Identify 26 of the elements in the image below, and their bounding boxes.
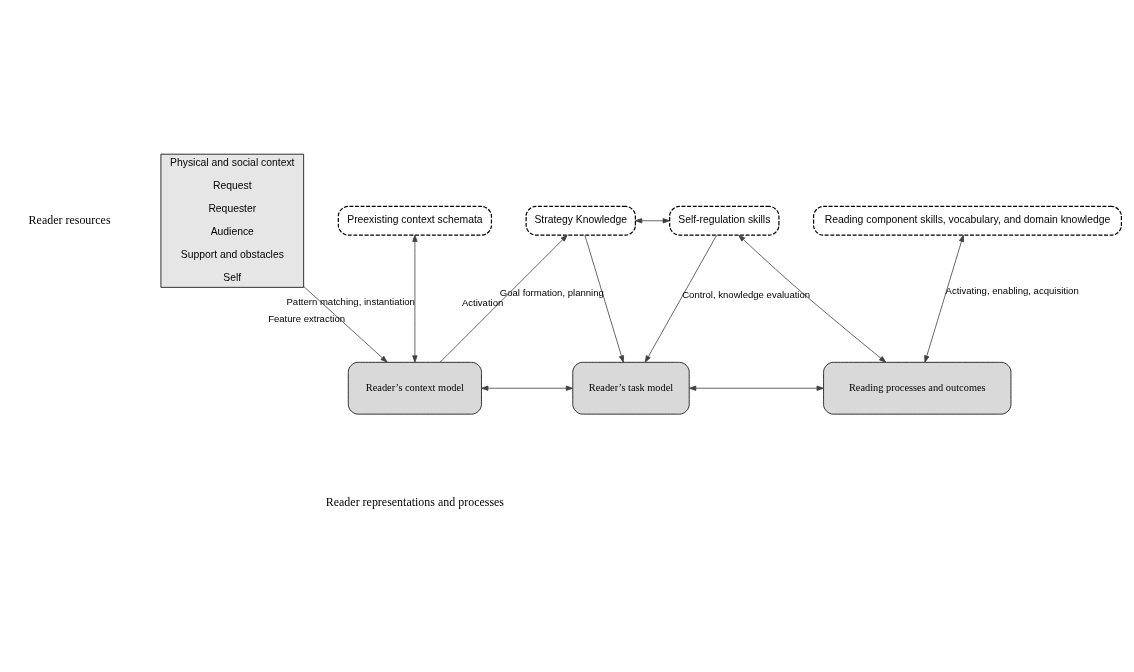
arrow (635, 218, 670, 224)
arrow (689, 385, 824, 391)
arrow (303, 286, 388, 363)
node-box: Reader’s context model (347, 361, 482, 415)
edge-label: Control, knowledge evaluation (682, 288, 811, 300)
edge-label: Feature extraction (268, 312, 346, 324)
label: Reader representations and processes (325, 495, 505, 510)
node-box: Reading processes and outcomes (823, 361, 1012, 415)
arrow (584, 234, 625, 363)
label: Reader resources (28, 212, 111, 227)
node-box: Reader’s task model (572, 361, 690, 415)
node-box: Reading component skills, vocabulary, and domain knowledge (813, 205, 1122, 236)
arrow (481, 385, 574, 391)
node-box: Physical and social context Request Requester Audience Support and obstacles Self (160, 153, 305, 288)
arrow (439, 234, 568, 363)
arrow (644, 234, 718, 363)
arrow (412, 234, 418, 363)
edge-label: Activation (461, 297, 504, 309)
arrow (924, 234, 965, 363)
edge-label: Activating, enabling, acquisition (945, 284, 1079, 296)
arrow (738, 234, 887, 363)
edge-label: Pattern matching, instantiation (286, 295, 415, 307)
edge-label: Goal formation, planning (499, 286, 604, 298)
node-box: Strategy Knowledge (525, 205, 636, 236)
node-box: Preexisting context schemata (337, 205, 493, 236)
node-box: Self-regulation skills (669, 205, 780, 236)
